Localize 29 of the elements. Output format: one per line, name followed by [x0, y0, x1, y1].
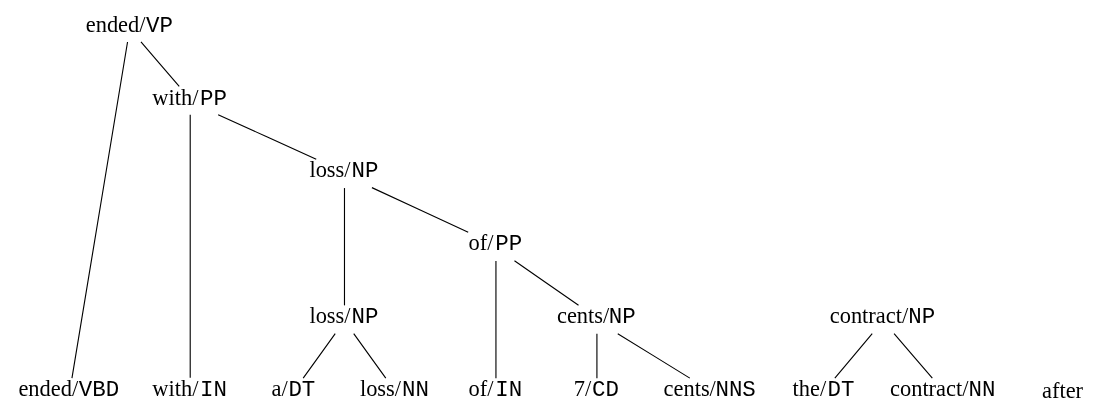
node-text: with/IN: [152, 376, 227, 404]
connector: [343, 187, 346, 306]
connector: [371, 187, 469, 233]
node-text: cents/NNS: [663, 376, 756, 404]
node-text: cents/NP: [556, 303, 636, 331]
node-text: contract/NP: [829, 303, 936, 331]
node-text: ended/VBD: [18, 376, 120, 404]
connector: [71, 41, 129, 379]
label: after: [1041, 377, 1084, 403]
node-text: 7/CD: [573, 376, 619, 404]
node-text: contract/NN: [890, 376, 996, 404]
node-text: the/DT: [792, 376, 855, 404]
node-text: of/PP: [468, 230, 523, 258]
connector: [834, 333, 873, 379]
node-text: ended/VP: [85, 11, 173, 39]
connector: [893, 333, 933, 379]
node-text: with/PP: [152, 84, 227, 112]
connector: [513, 260, 580, 306]
connector: [140, 41, 180, 87]
connector: [353, 333, 387, 379]
connector: [617, 333, 691, 379]
node-text: of/IN: [468, 376, 523, 404]
node-text: a/DT: [271, 376, 316, 404]
node-text: loss/NP: [309, 303, 379, 331]
connector: [302, 333, 336, 379]
connector: [217, 114, 317, 160]
node-text: loss/NP: [309, 157, 379, 185]
connector: [189, 114, 191, 379]
node-text: loss/NN: [359, 376, 429, 404]
